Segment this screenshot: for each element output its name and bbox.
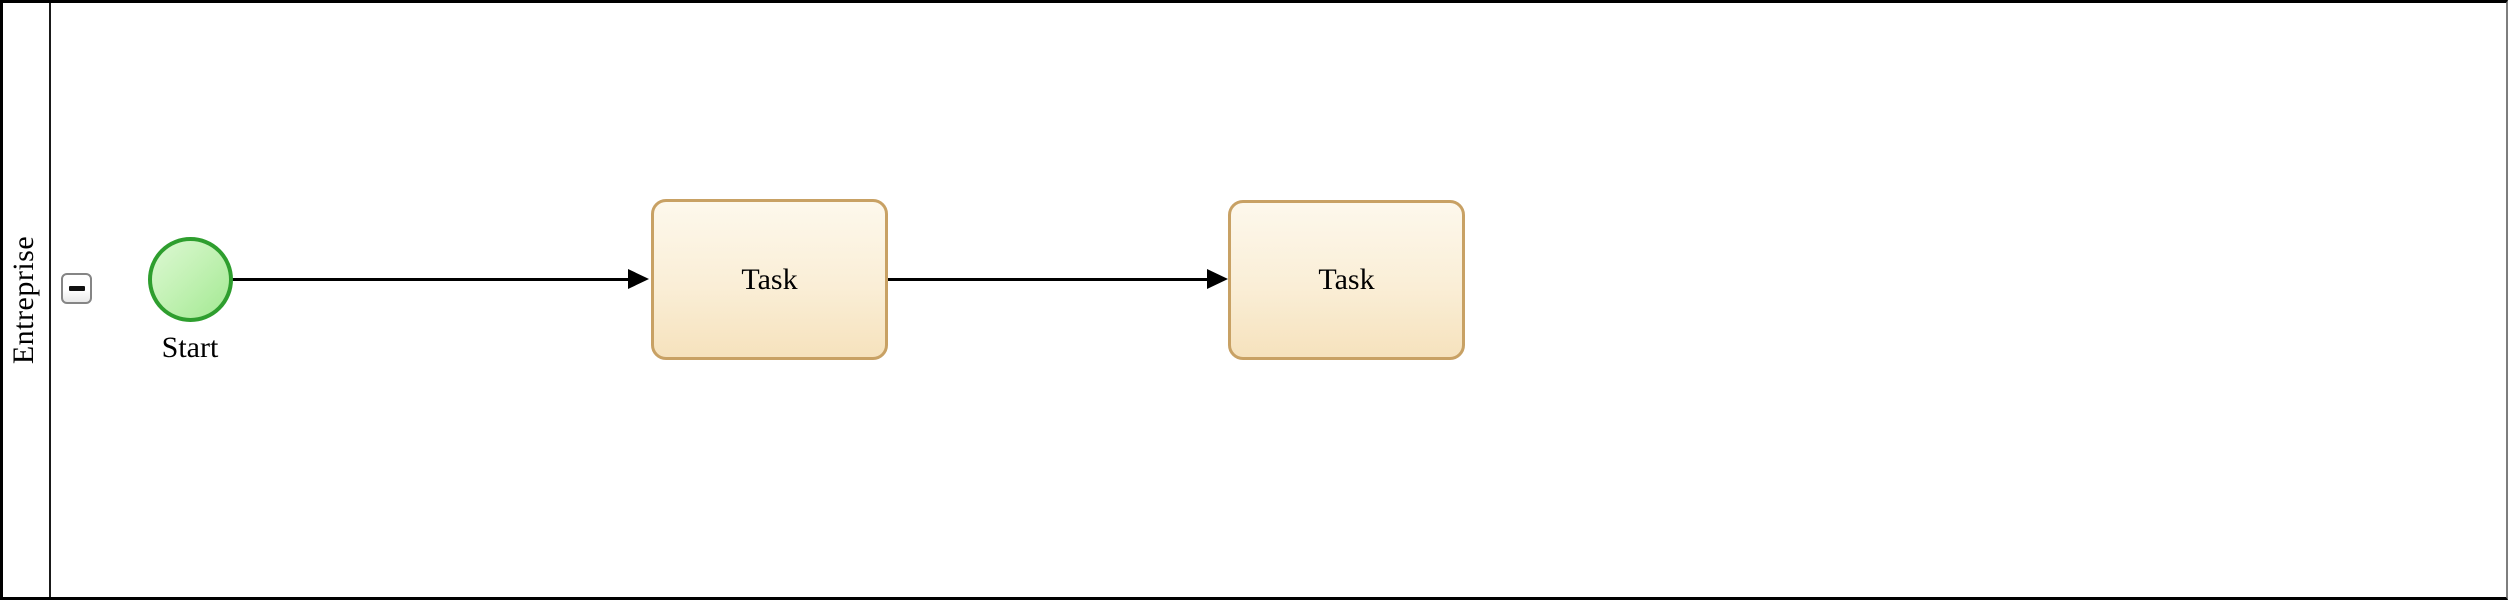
task-1-shape[interactable]: Task [651,199,888,360]
pool-label: Entreprise [7,235,41,365]
sequence-flow-start-to-task1[interactable] [231,278,629,281]
start-event-circle[interactable] [148,237,233,322]
pool-lane-entreprise[interactable]: Entreprise [0,0,51,600]
sequence-flow-task1-to-task2[interactable] [886,278,1208,281]
start-event-label: Start [161,331,219,364]
task-2-shape[interactable]: Task [1228,200,1465,360]
arrowhead-icon [1207,269,1228,289]
arrowhead-icon [628,269,649,289]
task-1-label: Task [741,262,798,296]
pool-collapse-button[interactable] [61,273,92,304]
task-2-label: Task [1318,263,1375,296]
minus-icon [68,286,85,291]
